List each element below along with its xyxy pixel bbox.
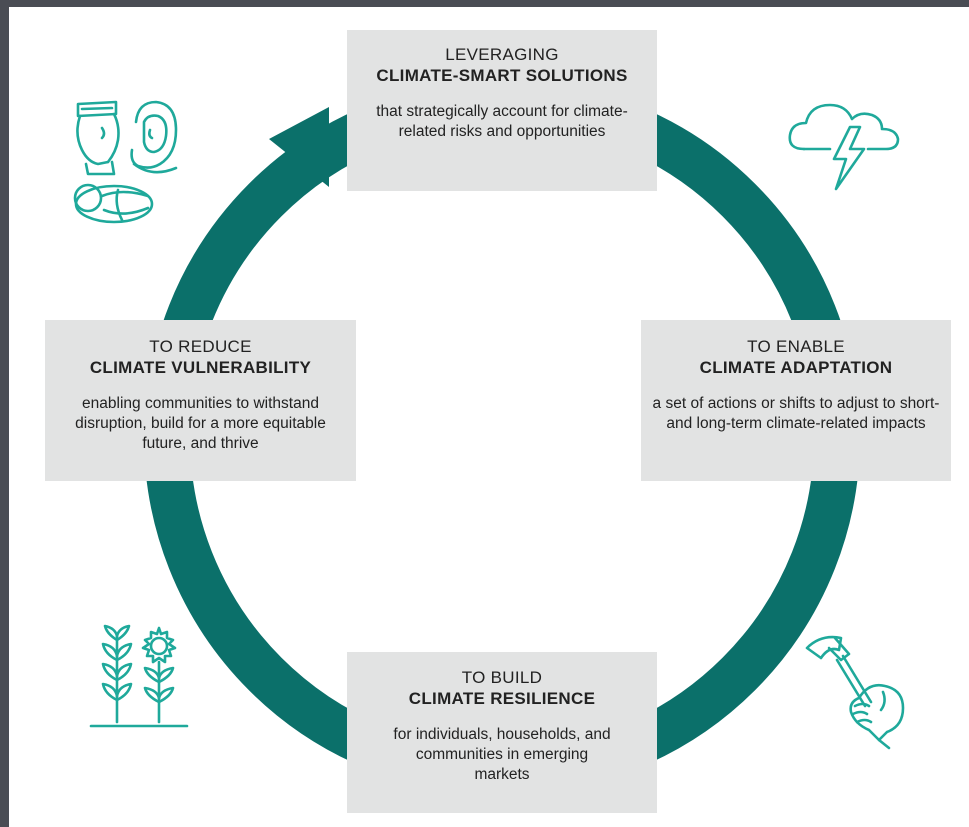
storm-cloud-icon [788, 103, 900, 191]
stage-adaptation-description: a set of actions or shifts to adjust to … [652, 395, 940, 432]
stage-vulnerability-kicker: TO REDUCE [149, 337, 252, 356]
people-icon [73, 100, 178, 224]
stage-adaptation-title: CLIMATE ADAPTATION [699, 358, 893, 377]
stage-solutions-kicker: LEVERAGING [445, 45, 559, 64]
stage-adaptation-kicker: TO ENABLE [747, 337, 845, 356]
stage-resilience-box: TO BUILD CLIMATE RESILIENCE for individu… [347, 652, 657, 813]
stage-solutions-box: LEVERAGING CLIMATE-SMART SOLUTIONS that … [347, 30, 657, 191]
stage-adaptation-box: TO ENABLE CLIMATE ADAPTATION a set of ac… [641, 320, 951, 481]
crops-icon [89, 624, 189, 728]
diagram-canvas: LEVERAGING CLIMATE-SMART SOLUTIONS that … [9, 7, 969, 827]
stage-vulnerability-title: CLIMATE VULNERABILITY [89, 358, 312, 377]
stage-solutions-description: that strategically account for climate-r… [376, 103, 628, 140]
stage-resilience-title: CLIMATE RESILIENCE [408, 689, 596, 708]
stage-solutions-title: CLIMATE-SMART SOLUTIONS [376, 66, 628, 85]
cycle-arrowhead [269, 107, 329, 187]
stage-resilience-description: for individuals, households, and communi… [393, 726, 611, 783]
hammer-hand-icon [805, 635, 905, 750]
stage-resilience-kicker: TO BUILD [461, 668, 543, 687]
stage-vulnerability-description: enabling communities to withstand disrup… [75, 395, 326, 452]
stage-vulnerability-box: TO REDUCE CLIMATE VULNERABILITY enabling… [45, 320, 356, 481]
